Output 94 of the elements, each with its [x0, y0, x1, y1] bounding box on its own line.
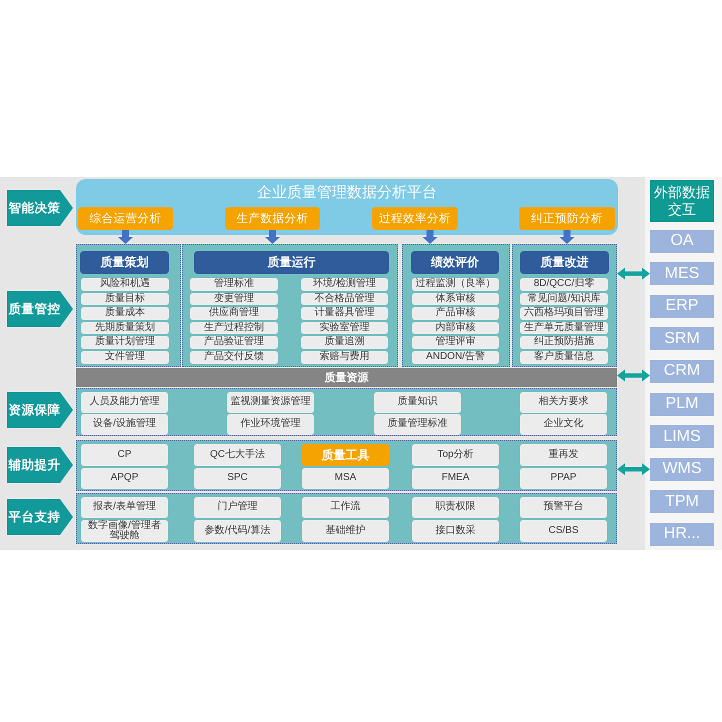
function-item: 体系审核: [412, 292, 499, 306]
function-item: 六西格玛项目管理: [520, 307, 608, 320]
system-box: MES: [650, 262, 714, 286]
function-item: 生产单元质量管理: [520, 322, 608, 334]
function-item: 管理评审: [412, 336, 499, 349]
function-item: PPAP: [520, 468, 607, 489]
arrow: [118, 230, 133, 244]
function-item: 不合格品管理: [301, 292, 388, 306]
function-item: 产品交付反馈: [190, 351, 278, 364]
function-item: 生产过程控制: [190, 322, 278, 334]
function-item: 参数/代码/算法: [194, 520, 281, 542]
function-item: 先期质量策划: [81, 322, 169, 334]
arrow: [422, 230, 438, 244]
platform-title: 企业质量管理数据分析平台: [256, 184, 438, 202]
highlight-item: 质量工具: [302, 444, 389, 466]
function-item: CP: [81, 444, 168, 466]
module-panel: [402, 244, 510, 367]
function-item: 供应商管理: [190, 307, 278, 320]
function-item: 质量计划管理: [81, 336, 169, 349]
function-item: 文件管理: [81, 351, 169, 364]
function-item: 监视测量资源管理: [227, 392, 314, 413]
function-item: 作业环境管理: [227, 414, 314, 435]
function-item: 报表/表单管理: [81, 497, 168, 518]
system-box: HR...: [650, 522, 714, 546]
function-item: 人员及能力管理: [81, 392, 168, 413]
function-item: 实验室管理: [301, 322, 388, 334]
function-item: Top分析: [412, 444, 499, 466]
module-panel: [76, 440, 617, 491]
module-header: 质量运行: [194, 251, 389, 274]
function-item: ANDON/告警: [412, 351, 499, 364]
system-box: PLM: [650, 392, 714, 416]
function-item: 基础维护: [302, 520, 389, 542]
function-item: 变更管理: [190, 292, 278, 306]
system-box: SRM: [650, 327, 714, 350]
external-header: 外部数据交互: [650, 180, 714, 222]
module-panel: [182, 244, 398, 367]
function-item: APQP: [81, 468, 168, 489]
function-item: 索赔与费用: [301, 351, 388, 364]
function-item: 门户管理: [194, 497, 281, 518]
function-item: 重再发: [520, 444, 607, 466]
function-item: 风险和机遇: [81, 278, 169, 290]
analysis-tag: 纠正预防分析: [519, 207, 615, 230]
function-item: CS/BS: [520, 520, 607, 542]
function-item: 纠正预防措施: [520, 336, 608, 349]
function-item: 接口数采: [412, 520, 499, 542]
function-item: 常见问题/知识库: [520, 292, 608, 306]
function-item: 管理标准: [190, 278, 278, 290]
function-item: FMEA: [412, 468, 499, 489]
resource-band: 质量资源: [76, 368, 617, 387]
module-panel: [76, 244, 181, 367]
system-box: WMS: [650, 458, 714, 481]
function-item: 工作流: [302, 497, 389, 518]
function-item: 企业文化: [520, 414, 607, 435]
platform-box: [76, 179, 618, 235]
system-box: ERP: [650, 294, 714, 318]
system-box: LIMS: [650, 425, 714, 448]
function-item: SPC: [194, 468, 281, 489]
double-arrow: [617, 463, 650, 476]
system-box: CRM: [650, 360, 714, 383]
module-header: 绩效评价: [411, 251, 499, 274]
function-item: 设备/设施管理: [81, 414, 168, 435]
system-box: OA: [650, 230, 714, 252]
double-arrow: [617, 268, 650, 280]
arrow: [560, 230, 574, 244]
module-panel: [76, 493, 617, 544]
double-arrow: [617, 369, 650, 382]
function-item: 质量目标: [81, 292, 169, 306]
function-item: 预警平台: [520, 497, 607, 518]
function-item: 计量器具管理: [301, 307, 388, 320]
function-item: 相关方要求: [520, 392, 607, 413]
function-item: 内部审核: [412, 322, 499, 334]
function-item: 产品验证管理: [190, 336, 278, 349]
function-item: 过程监测（良率）: [412, 278, 499, 290]
analysis-tag: 过程效率分析: [372, 207, 458, 230]
function-item: 质量追溯: [301, 336, 388, 349]
function-item: 客户质量信息: [520, 351, 608, 364]
module-header: 质量改进: [520, 251, 609, 274]
module-header: 质量策划: [80, 251, 169, 274]
function-item: 质量知识: [374, 392, 461, 413]
analysis-tag: 生产数据分析: [225, 207, 320, 230]
function-item: 质量管理标准: [374, 414, 461, 435]
function-item: 数字画像/管理者驾驶舱: [81, 520, 168, 542]
function-item: 环境/检测管理: [301, 278, 388, 290]
function-item: MSA: [302, 468, 389, 489]
function-item: 8D/QCC/归零: [520, 278, 608, 290]
function-item: QC七大手法: [194, 444, 281, 466]
module-panel: [76, 388, 617, 436]
module-panel: [512, 244, 617, 367]
function-item: 职责权限: [412, 497, 499, 518]
arrow: [265, 230, 280, 244]
analysis-tag: 综合运营分析: [78, 207, 173, 230]
function-item: 产品审核: [412, 307, 499, 320]
function-item: 质量成本: [81, 307, 169, 320]
system-box: TPM: [650, 490, 714, 514]
